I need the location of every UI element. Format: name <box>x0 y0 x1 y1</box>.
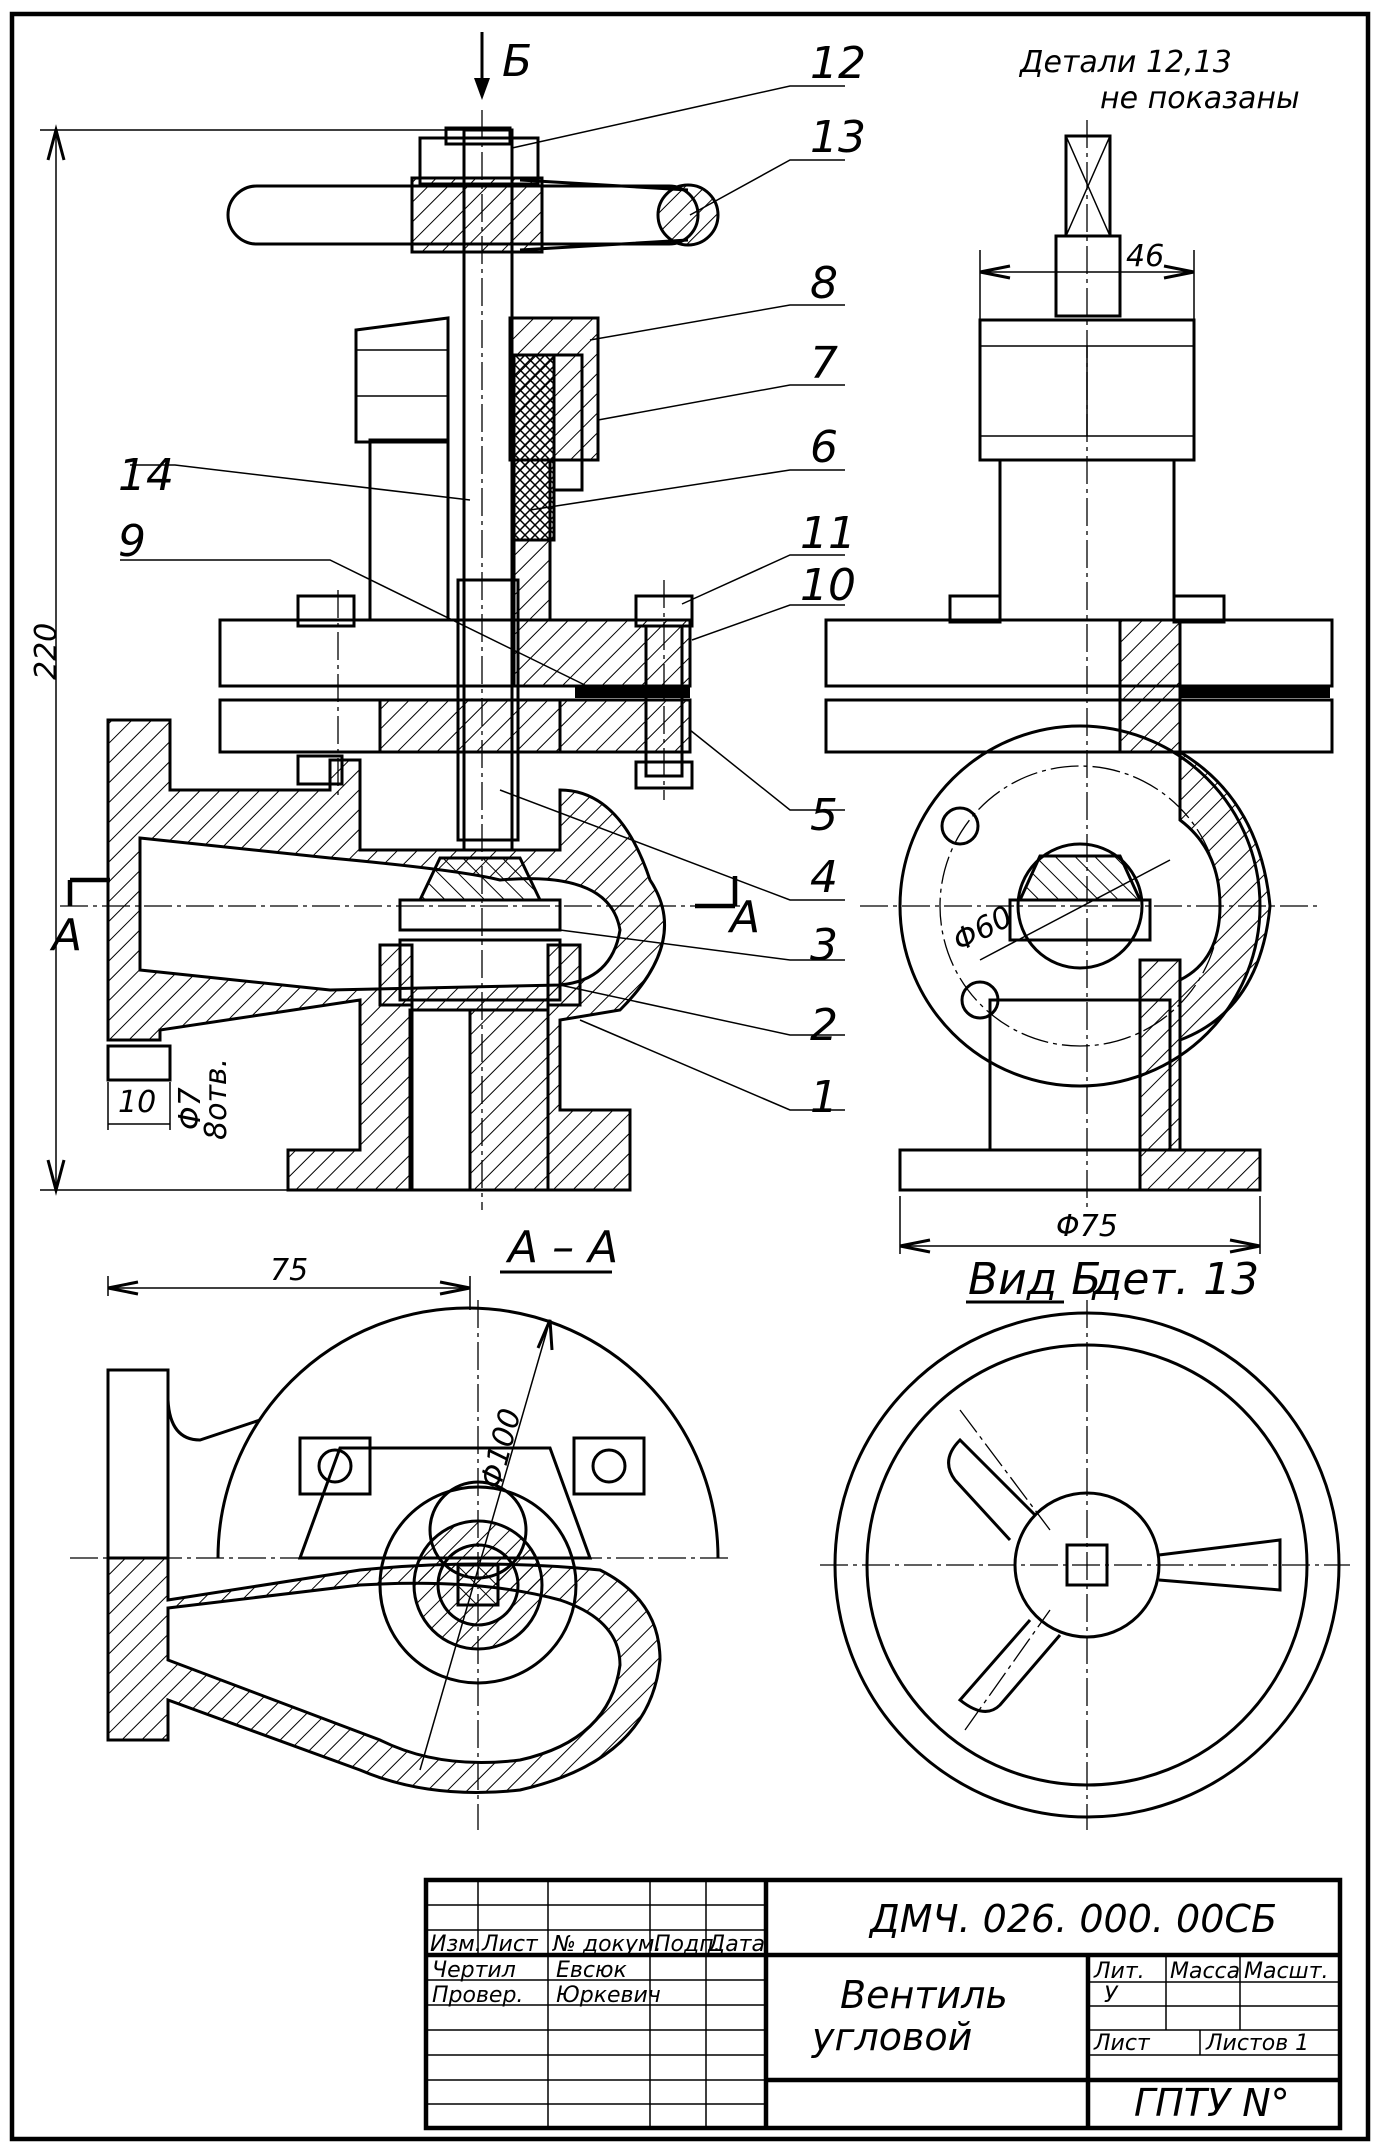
d75-dimension: Φ75 <box>1056 1209 1118 1244</box>
section-mark-right: А <box>727 892 760 943</box>
section-a-a-view: А – А 75 Φ100 <box>70 1222 730 1830</box>
part-number: 3 <box>810 920 838 971</box>
tb-header-date: Дата <box>707 1932 765 1957</box>
tb-lit-label: Лит. <box>1093 1959 1145 1984</box>
front-section-view: Б <box>29 32 845 1210</box>
part-number: 14 <box>118 450 174 501</box>
tb-sheets-label: Листов 1 <box>1205 2031 1309 2056</box>
title-block: Изм. Лист № докум. Подп. Дата Чертил Евс… <box>423 1877 1343 2131</box>
part-number: 2 <box>810 1000 838 1051</box>
tb-sheet-label: Лист <box>1093 2031 1151 2056</box>
width-75-dimension: 75 <box>270 1253 308 1288</box>
handwheel-detail-view <box>820 1300 1350 1830</box>
tb-doc-number: ДМЧ. 026. 000. 00СБ <box>868 1897 1277 1941</box>
part-number: 12 <box>810 38 866 89</box>
note-line1: Детали 12,13 <box>1018 45 1232 80</box>
tb-header-izm: Изм. <box>430 1932 482 1957</box>
hole-diameter-dimension: Φ7 <box>173 1087 208 1130</box>
tb-checked-name: Юркевич <box>556 1983 661 2008</box>
view-arrow-label: Б <box>502 36 532 87</box>
tb-checked-label: Провер. <box>432 1983 523 2008</box>
part-number: 4 <box>810 852 838 903</box>
part-number: 8 <box>810 258 838 309</box>
part-number-labels: 12 13 8 7 14 6 11 9 10 5 4 3 2 1 <box>118 38 866 1123</box>
part-number: 11 <box>800 508 856 559</box>
part-number: 1 <box>810 1072 838 1123</box>
part-number: 6 <box>810 422 838 473</box>
part-number: 10 <box>800 560 856 611</box>
tb-header-list: Лист <box>481 1932 539 1957</box>
view-caption: Вид Б <box>968 1254 1101 1305</box>
tb-drawn-label: Чертил <box>432 1958 516 1983</box>
sheet-frame <box>9 11 1371 2142</box>
side-view: Детали 12,13 не показаны 46 Φ60 <box>824 45 1334 1305</box>
part-number: 13 <box>810 112 866 163</box>
tb-scale-label: Масшт. <box>1244 1959 1329 1984</box>
tb-header-sign: Подп. <box>654 1932 721 1957</box>
tb-drawn-name: Евсюк <box>556 1958 627 1983</box>
tb-header-doc: № докум. <box>552 1932 661 1957</box>
tb-name-line1: Вентиль <box>840 1973 1008 2017</box>
tb-org: ГПТУ N° <box>1134 2081 1290 2125</box>
section-mark-left: А <box>49 910 82 961</box>
d60-dimension: Φ60 <box>947 899 1018 959</box>
hole-count-dimension: 8отв. <box>199 1058 234 1140</box>
note-line2: не показаны <box>1100 81 1300 116</box>
stem-width-dimension: 46 <box>1126 239 1164 274</box>
hole-offset-dimension: 10 <box>118 1085 156 1120</box>
section-caption: А – А <box>505 1222 618 1273</box>
detail-caption: дет. 13 <box>1091 1254 1259 1305</box>
tb-lit-value: У <box>1104 1983 1119 2008</box>
part-number: 5 <box>810 790 838 841</box>
part-number: 7 <box>810 338 838 389</box>
height-dimension: 220 <box>29 623 64 680</box>
tb-mass-label: Масса <box>1170 1959 1240 1984</box>
part-number: 9 <box>118 516 146 567</box>
tb-name-line2: угловой <box>811 2015 972 2059</box>
